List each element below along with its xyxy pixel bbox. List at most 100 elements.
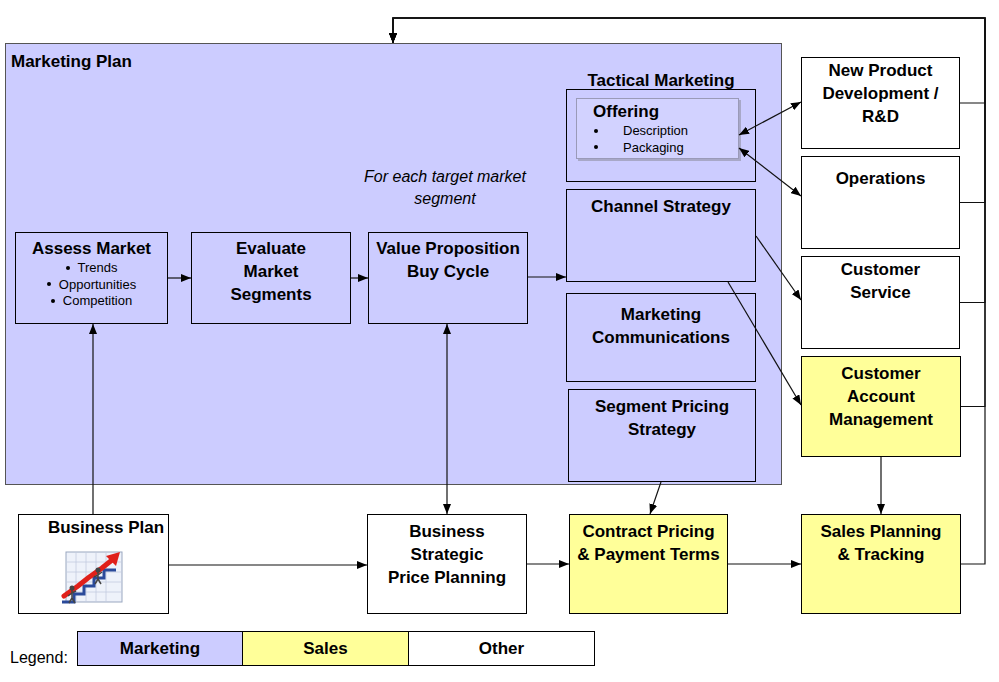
box-label: Assess Market [16, 237, 167, 260]
box-label: Sales Planning & Tracking [816, 520, 946, 566]
box-label: Business Plan [41, 516, 171, 539]
process-box: Assess MarketTrendsOpportunitiesCompetit… [15, 232, 168, 324]
text-block: Business Strategic Price Planning [388, 520, 507, 589]
bullet-text: Description [623, 123, 688, 138]
clipart-figure-head [96, 568, 101, 573]
box-label: Operations [806, 167, 956, 190]
text-row: Tactical Marketing [551, 69, 771, 92]
tactic-box: Marketing Communications [566, 293, 756, 382]
text-block: Contract Pricing & Payment Terms [576, 520, 722, 566]
text-row: Business Plan [41, 516, 171, 539]
process-box: Value Proposition Buy Cycle [368, 232, 528, 324]
bullet-text: Competition [63, 293, 132, 308]
text-row: Channel Strategy [571, 195, 751, 218]
text-block: New Product Development / R&D [811, 59, 951, 128]
growth-clipart [58, 548, 126, 606]
text-row: Trends [16, 260, 167, 277]
bullet-dot [51, 299, 55, 303]
text-row: Customer Service [821, 258, 941, 304]
box-label: New Product Development / R&D [811, 59, 951, 128]
function-box: Operations [801, 156, 960, 249]
sales-box: Contract Pricing & Payment Terms [569, 514, 728, 614]
text-row: Competition [16, 293, 167, 310]
text-row: Opportunities [16, 277, 167, 294]
text-block: Marketing Plan [11, 50, 211, 73]
text-row: Offering [593, 100, 743, 123]
clipart-figure-body [68, 590, 76, 603]
text-block: Channel Strategy [571, 195, 751, 218]
text-row: New Product Development / R&D [811, 59, 951, 128]
flow-connector [880, 457, 881, 514]
text-row: Marketing Communications [576, 303, 746, 349]
text-block: Tactical Marketing [551, 69, 771, 92]
box-label: Marketing Plan [11, 50, 211, 73]
text-block: OfferingDescriptionPackaging [593, 100, 743, 156]
clipart-arrowhead [106, 552, 120, 566]
process-box: Evaluate Market Segments [191, 232, 351, 324]
box-label: Evaluate Market Segments [221, 237, 321, 306]
legend-label: Other [479, 639, 524, 658]
text-row: Assess Market [16, 237, 167, 260]
text-row: Value Proposition Buy Cycle [369, 237, 527, 283]
tactic-box: Segment Pricing Strategy [568, 389, 756, 482]
flow-connector [728, 563, 801, 564]
text-block: Marketing Communications [576, 303, 746, 349]
text-block: Sales Planning & Tracking [816, 520, 946, 566]
text-row: Description [593, 123, 743, 140]
box-label: Segment Pricing Strategy [577, 395, 747, 441]
tactical-group-box: OfferingDescriptionPackagingTactical Mar… [566, 89, 756, 182]
legend-swatch: Other [408, 631, 595, 666]
bullet-text: Opportunities [59, 277, 136, 292]
note-text: For each target market segment [355, 166, 535, 210]
sales-box: Sales Planning & Tracking [801, 514, 961, 614]
text-row: Sales Planning & Tracking [816, 520, 946, 566]
offering-box: OfferingDescriptionPackaging [576, 98, 739, 159]
clipart-figure-head [70, 586, 75, 591]
text-block: Business Plan [41, 516, 171, 539]
box-label: Contract Pricing & Payment Terms [576, 520, 722, 566]
function-box: Customer Service [801, 256, 960, 349]
bullet-dot [594, 145, 598, 149]
clipart-arrow [64, 560, 112, 596]
text-row: Segment Pricing Strategy [577, 395, 747, 441]
text-row: Contract Pricing & Payment Terms [576, 520, 722, 566]
marketing-plan-band: OfferingDescriptionPackaging Tactical Mar… [5, 43, 782, 485]
bullet-text: Trends [78, 260, 118, 275]
text-block: Value Proposition Buy Cycle [369, 237, 527, 283]
legend-swatch: Marketing [77, 631, 243, 666]
box-label: Customer Service [821, 258, 941, 304]
text-row: Marketing Plan [11, 50, 211, 73]
sales-box: Customer Account Management [801, 356, 961, 457]
box-label: Customer Account Management [826, 362, 936, 431]
text-row: Evaluate Market Segments [221, 237, 321, 306]
process-box: Business Strategic Price Planning [367, 514, 527, 614]
text-block: Operations [806, 167, 956, 190]
text-block: Customer Account Management [826, 362, 936, 431]
tactic-box: Channel Strategy [566, 189, 756, 282]
box-label: Channel Strategy [571, 195, 751, 218]
text-block: Evaluate Market Segments [221, 237, 321, 306]
legend-title: Legend: [10, 648, 80, 668]
box-label: Business Strategic Price Planning [388, 520, 507, 589]
flow-connector [650, 482, 661, 514]
legend-swatch: Sales [242, 631, 409, 666]
box-label: Offering [593, 100, 743, 123]
bullet-text: Packaging [623, 140, 684, 155]
text-block: Segment Pricing Strategy [577, 395, 747, 441]
clipart-figure-body [94, 572, 102, 584]
text-row: Business Strategic Price Planning [388, 520, 507, 589]
bullet-dot [66, 266, 70, 270]
function-box: New Product Development / R&D [801, 57, 960, 149]
text-block: Customer Service [821, 258, 941, 304]
legend-label: Sales [303, 639, 347, 658]
flow-connector [169, 564, 367, 565]
text-block: Assess MarketTrendsOpportunitiesCompetit… [16, 237, 167, 310]
box-label: Value Proposition Buy Cycle [369, 237, 527, 283]
flow-connector [527, 563, 569, 564]
text-row: Packaging [593, 140, 743, 157]
bullet-dot [47, 282, 51, 286]
bullet-dot [594, 129, 598, 133]
text-row: Customer Account Management [826, 362, 936, 431]
box-label: Marketing Communications [576, 303, 746, 349]
